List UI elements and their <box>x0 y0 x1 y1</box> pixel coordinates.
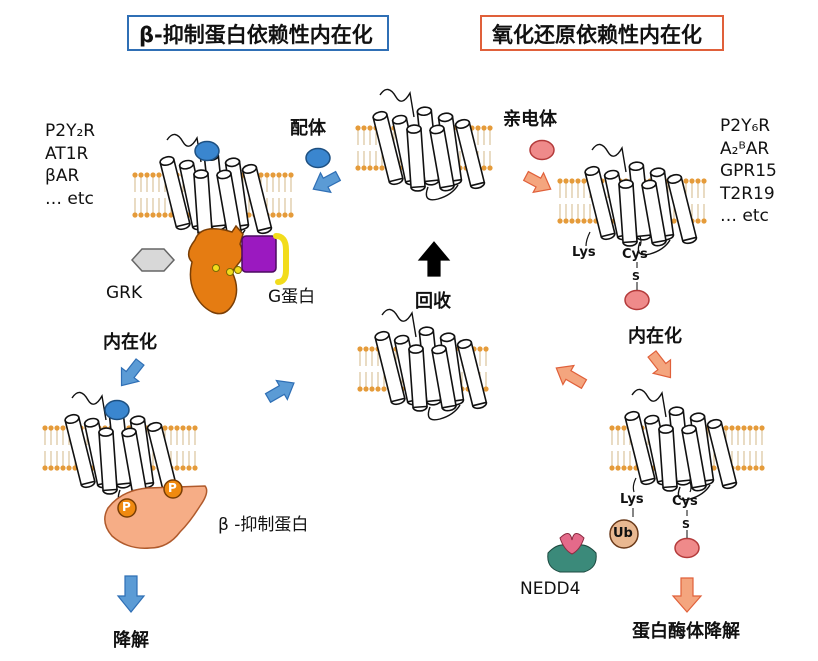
receptor-item: … etc <box>720 206 769 226</box>
s-label-top: S <box>632 270 640 283</box>
receptor-item: βAR <box>45 166 80 186</box>
left-receptor-list: P2Y₂R AT1R βAR … etc <box>45 120 95 210</box>
g-lipid-2 <box>234 266 242 274</box>
electrophile-bound-bottom <box>674 537 700 559</box>
degradation-label: 降解 <box>113 630 149 651</box>
electrophile-free <box>529 139 555 161</box>
g-beta-subunit <box>241 235 277 273</box>
arrow-internalization-right <box>647 350 672 379</box>
lys-tail-top <box>585 231 591 247</box>
receptor-item: P2Y₆R <box>720 116 771 136</box>
right-receptor-list: P2Y₆R A₂ᴮAR GPR15 T2R19 … etc <box>720 115 777 228</box>
phospho-label-1: P <box>122 500 131 514</box>
nedd4-label: NEDD4 <box>520 579 581 599</box>
phospho-1 <box>117 498 137 518</box>
receptor-item: AT1R <box>45 143 89 164</box>
receptor-bottom-left <box>64 391 178 504</box>
arrow-degradation <box>116 575 146 613</box>
arrow-recycle-left <box>264 379 295 404</box>
electrophile-label: 亲电体 <box>503 109 557 130</box>
lys-tail-bottom <box>632 477 637 493</box>
ligand-bound-bottom <box>104 399 130 421</box>
ubiquitin <box>609 519 639 549</box>
nedd4-pink <box>559 533 585 555</box>
ligand-bound-top <box>194 140 220 162</box>
receptor-bottom-right <box>624 388 738 501</box>
g-protein-label: G蛋白 <box>268 287 316 307</box>
lys-label-top: Lys <box>572 245 596 260</box>
title-left-text: β-抑制蛋白依赖性内在化 <box>139 23 373 47</box>
cys-tail-bottom <box>689 481 692 493</box>
g-gamma-subunit <box>273 233 289 285</box>
phospho-label-2: P <box>168 481 177 495</box>
g-lipid-1 <box>226 268 234 276</box>
receptor-item: T2R19 <box>720 183 775 204</box>
internalization-left-label: 内在化 <box>103 332 157 353</box>
ligand-label: 配体 <box>290 118 326 139</box>
nedd4-ligase <box>547 533 597 573</box>
title-beta-arrestin: β-抑制蛋白依赖性内在化 <box>127 15 389 51</box>
g-protein-complex <box>187 224 289 315</box>
arrow-proteasome <box>671 577 703 613</box>
grk-label: GRK <box>106 283 143 303</box>
arrow-internalization-left <box>120 358 145 387</box>
internalization-right-label: 内在化 <box>628 326 682 347</box>
arrestin-label: β -抑制蛋白 <box>218 515 309 535</box>
title-right-text: 氧化还原依赖性内在化 <box>492 23 702 47</box>
g-lipid-3 <box>212 264 220 272</box>
receptor-item: GPR15 <box>720 161 777 181</box>
phospho-2 <box>163 479 183 499</box>
cys-label-top: Cys <box>622 247 648 262</box>
ligand-free <box>305 147 331 169</box>
receptor-top-center <box>372 88 486 201</box>
lys-label-bottom: Lys <box>620 492 644 507</box>
ubiquitin-label: Ub <box>613 526 633 541</box>
s-label-bottom: S <box>682 518 690 531</box>
grk-hexagon <box>130 248 176 272</box>
title-redox: 氧化还原依赖性内在化 <box>480 15 724 51</box>
receptor-item: … etc <box>45 188 94 209</box>
receptor-mid-center <box>374 308 488 421</box>
cys-tail-top <box>639 235 642 247</box>
cys-label-bottom: Cys <box>672 494 698 509</box>
electrophile-bound-top <box>624 289 650 311</box>
receptor-top-right <box>584 143 698 256</box>
arrow-ligand-binding <box>312 170 342 194</box>
arrestin-shape <box>104 485 208 549</box>
arrow-electrophile-binding <box>522 170 552 194</box>
receptor-item: P2Y₂R <box>45 121 96 141</box>
arrow-recycle-right <box>555 364 588 390</box>
arrow-recycling-up <box>417 241 451 277</box>
proteasome-label: 蛋白酶体降解 <box>632 621 740 642</box>
receptor-item: A₂ᴮAR <box>720 138 770 159</box>
recycling-label: 回收 <box>415 291 451 312</box>
